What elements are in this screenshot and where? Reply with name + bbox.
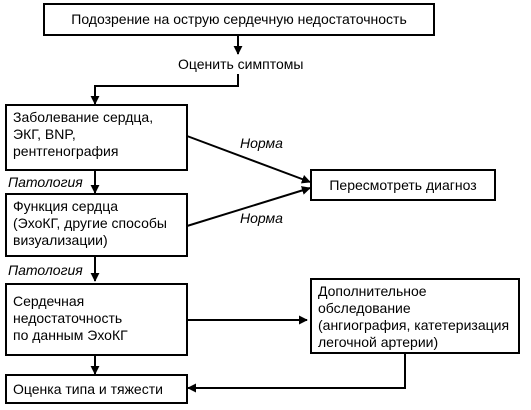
arrow-additional-to-type-severity: [187, 354, 406, 393]
arrow-heart-disease-to-reconsider: [186, 135, 311, 184]
arrow-assess-to-heart-disease: [90, 74, 239, 105]
node-reconsider: Пересмотреть диагноз: [310, 169, 496, 201]
node-suspicion-text: Подозрение на острую сердечную недостато…: [71, 11, 407, 27]
node-heart-function: Функция сердца (ЭхоКГ, другие способы ви…: [5, 193, 188, 257]
edge-label-normal-1: Норма: [240, 135, 283, 151]
edge-label-pathology-2: Патология: [8, 262, 83, 279]
node-type-severity-text: Оценка типа и тяжести: [13, 380, 163, 397]
arrow-heart-function-to-reconsider: [186, 186, 311, 227]
node-echo-failure: Сердечная недостаточность по данным ЭхоК…: [5, 283, 188, 356]
node-suspicion: Подозрение на острую сердечную недостато…: [43, 3, 435, 36]
edge-label-pathology-1: Патология: [8, 174, 83, 191]
node-type-severity: Оценка типа и тяжести: [5, 374, 188, 404]
node-additional-exam: Дополнительное обследование (ангиография…: [310, 278, 520, 354]
node-reconsider-text: Пересмотреть диагноз: [329, 176, 477, 193]
node-heart-disease: Заболевание сердца, ЭКГ, BNP, рентгеногр…: [5, 104, 188, 171]
node-assess-symptoms: Оценить симптомы: [178, 56, 304, 73]
edge-label-normal-2: Норма: [240, 210, 283, 226]
